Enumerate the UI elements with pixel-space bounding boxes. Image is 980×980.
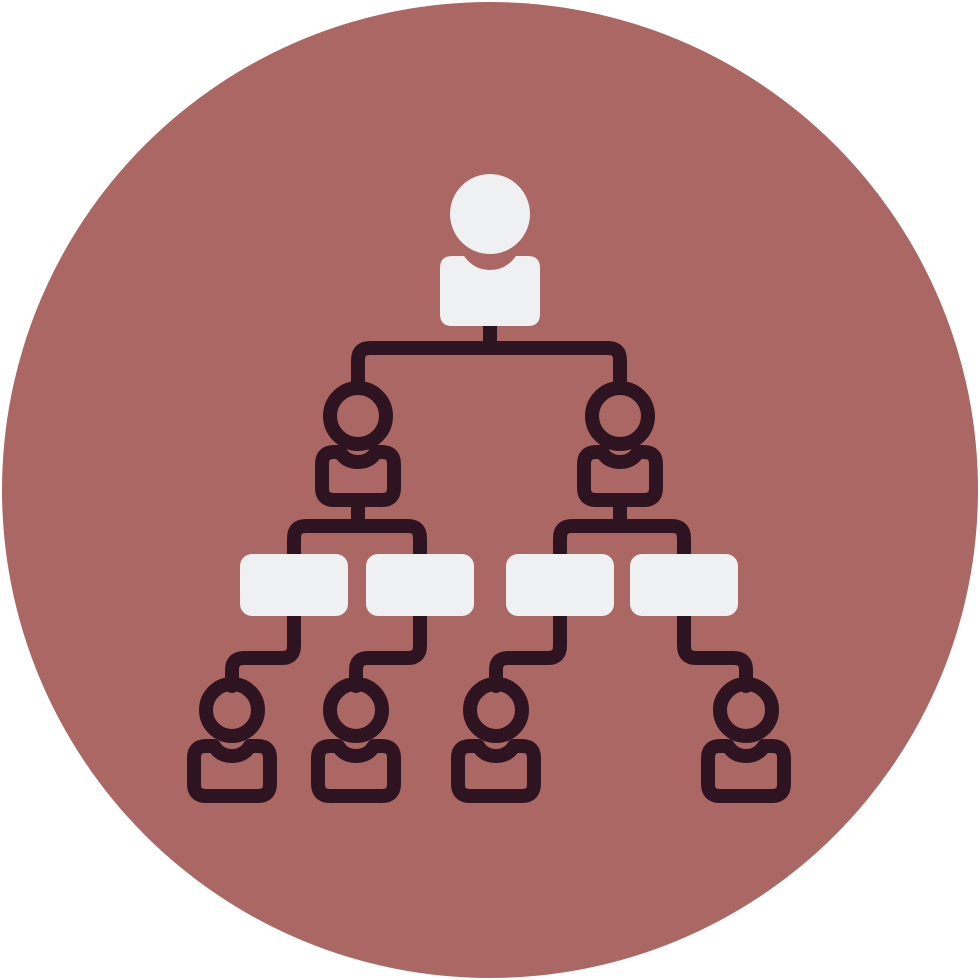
bottom-person-3-head [463, 677, 529, 743]
team-box-1 [240, 554, 348, 616]
bottom-person-4-body [701, 739, 791, 803]
mid-person-right-head [585, 381, 655, 451]
connector-box1-down [225, 605, 301, 693]
team-box-4 [630, 554, 738, 616]
connector-lines [225, 319, 753, 693]
connector-mid-left-branch-a [287, 519, 365, 563]
top-person-body [440, 256, 540, 326]
mid-person-right-body [577, 445, 663, 507]
connector-box4-down [677, 605, 753, 693]
bottom-person-3 [451, 677, 541, 803]
bottom-person-4-head [713, 677, 779, 743]
top-person-head [450, 174, 530, 254]
bottom-person-1-body [187, 739, 277, 803]
team-boxes [240, 554, 738, 616]
mid-person-right [577, 381, 663, 507]
connector-mid-right-branch-a [553, 519, 627, 563]
bottom-person-2 [311, 677, 401, 803]
bottom-person-1 [187, 677, 277, 803]
team-box-2 [366, 554, 474, 616]
mid-person-left-body [315, 445, 401, 507]
connector-bus-left [351, 341, 497, 393]
top-person [440, 174, 540, 326]
connector-box3-down [489, 605, 567, 693]
connector-box2-down [349, 605, 427, 693]
bottom-person-1-head [199, 677, 265, 743]
connector-mid-left-branch-b [351, 519, 427, 563]
connector-mid-right-branch-b [613, 519, 691, 563]
mid-person-left-head [323, 381, 393, 451]
bottom-person-2-head [323, 677, 389, 743]
mid-person-left [315, 381, 401, 507]
bottom-person-4 [701, 677, 791, 803]
bottom-person-2-body [311, 739, 401, 803]
bottom-person-3-body [451, 739, 541, 803]
connector-bus-right [483, 341, 627, 393]
team-box-3 [506, 554, 614, 616]
